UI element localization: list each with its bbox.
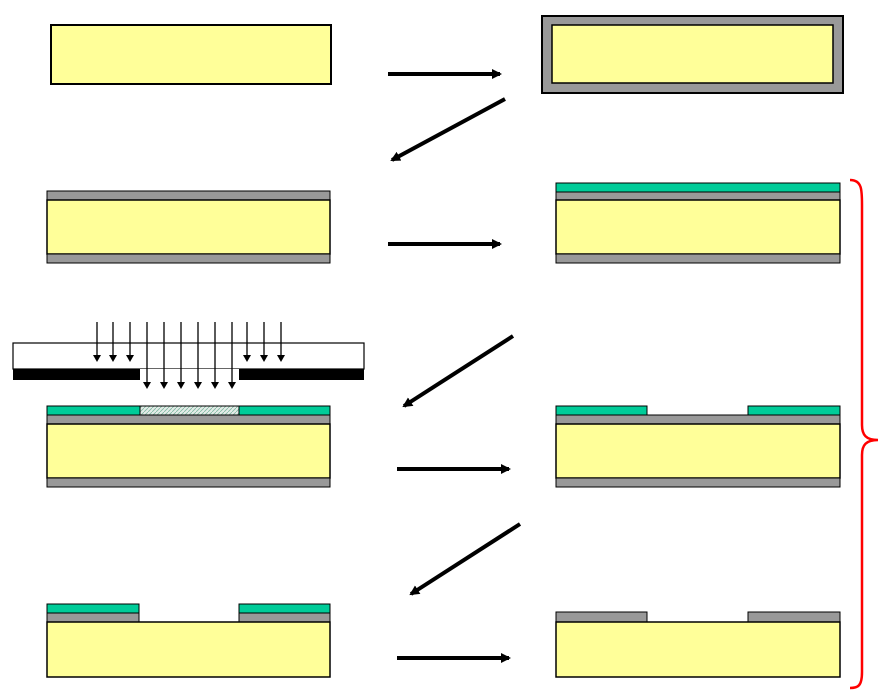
photoresist-right <box>747 405 841 416</box>
uv-ray-transmitted-head <box>177 382 185 389</box>
uv-ray-transmitted-head <box>160 382 168 389</box>
photoresist-top <box>555 182 841 193</box>
oxide-right <box>747 611 841 623</box>
photoresist-right <box>238 603 331 614</box>
uv-ray-transmitted-head <box>143 382 151 389</box>
photoresist-right <box>238 405 331 416</box>
uv-ray-transmitted-head <box>194 382 202 389</box>
oxide-bottom <box>46 477 331 488</box>
oxide-top <box>555 414 841 425</box>
substrate-layer <box>46 621 331 678</box>
substrate-layer <box>551 24 834 84</box>
substrate-layer <box>555 621 841 678</box>
mask-opening <box>140 369 239 371</box>
uv-ray-blocked-head <box>260 355 268 362</box>
photoresist-left <box>46 405 141 416</box>
oxide-bottom <box>555 477 841 488</box>
oxide-top <box>46 414 331 425</box>
step-resist-stripped <box>555 611 841 678</box>
oxide-top <box>555 191 841 201</box>
step-oxide-etched <box>46 603 331 678</box>
uv-ray-transmitted-head <box>228 382 236 389</box>
oxide-left <box>555 611 648 623</box>
oxide-top <box>46 190 331 201</box>
flow-arrows <box>388 69 522 663</box>
substrate-layer <box>46 423 331 479</box>
arrow-diag-2 <box>402 334 515 408</box>
uv-rays <box>93 322 285 389</box>
substrate-layer <box>555 423 841 479</box>
substrate-layer <box>555 199 841 255</box>
step-bare-wafer <box>50 24 332 85</box>
arrow-diag-1 <box>390 97 506 162</box>
arrow-diag-3 <box>409 522 522 596</box>
step-oxide-top-bottom <box>46 190 331 264</box>
oxide-right <box>238 612 331 623</box>
step-uv-exposure <box>12 322 365 488</box>
oxide-left <box>46 612 140 623</box>
step-resist-developed <box>555 405 841 488</box>
photoresist-left <box>46 603 140 614</box>
uv-ray-transmitted-head <box>211 382 219 389</box>
step-photoresist-applied <box>555 182 841 264</box>
photoresist-exposed <box>139 405 240 416</box>
substrate-layer <box>46 199 331 255</box>
uv-ray-blocked-head <box>277 355 285 362</box>
photomask-glass <box>12 342 365 370</box>
repeat-brace <box>849 178 879 690</box>
uv-ray-blocked-head <box>93 355 101 362</box>
oxide-bottom <box>46 253 331 264</box>
photoresist-left <box>555 405 648 416</box>
uv-ray-blocked-head <box>126 355 134 362</box>
mask-chrome-left <box>13 369 140 380</box>
uv-ray-blocked-head <box>109 355 117 362</box>
substrate-layer <box>50 24 332 85</box>
oxide-bottom <box>555 253 841 264</box>
step-oxidized-wafer <box>541 15 844 94</box>
mask-chrome-right <box>239 369 364 380</box>
uv-ray-blocked-head <box>243 355 251 362</box>
